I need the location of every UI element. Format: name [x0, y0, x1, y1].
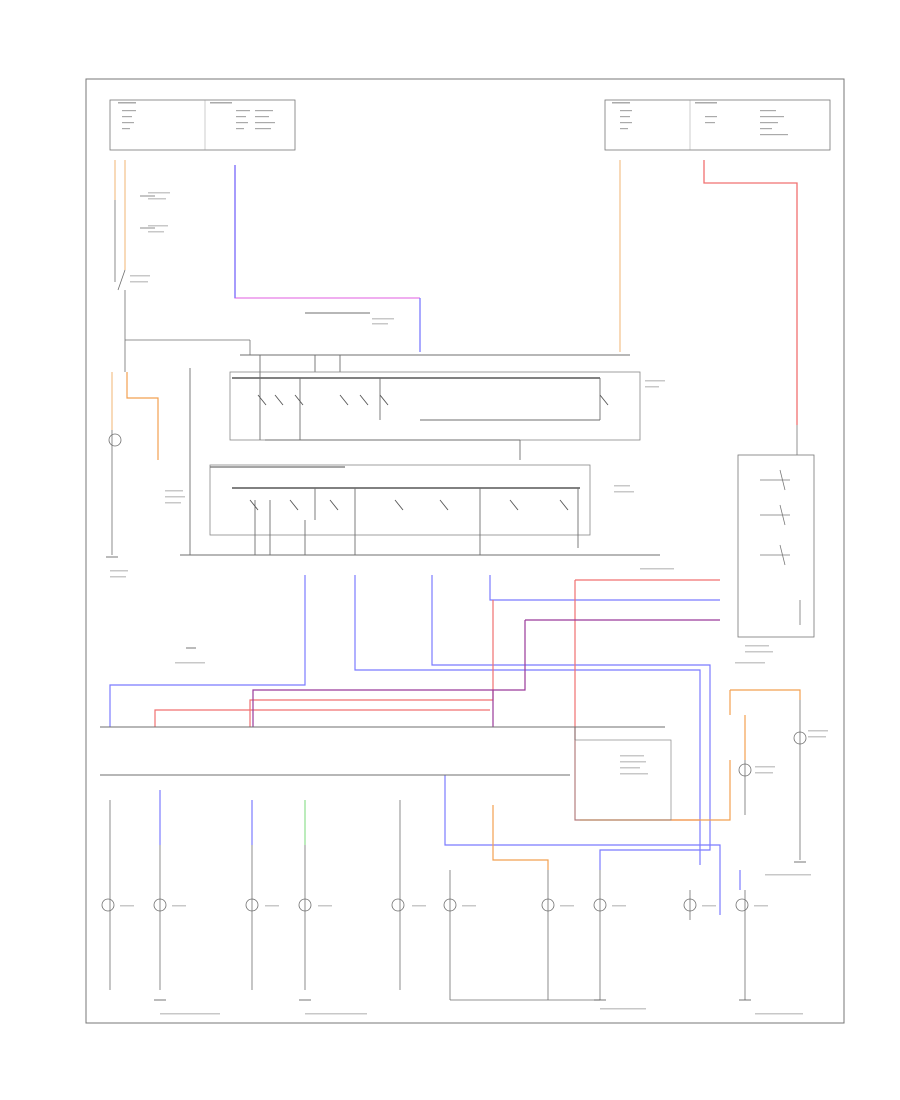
fuse-box-left — [109, 99, 296, 151]
diagram-frame — [85, 78, 845, 1024]
switch-assembly-lower — [180, 464, 660, 556]
lower-components — [101, 700, 807, 1001]
label-marks — [110, 192, 828, 1015]
wire-red-right-feed — [703, 160, 798, 425]
wire-orange-left — [111, 160, 159, 460]
ground-symbols — [106, 556, 806, 1001]
relay-box-right — [737, 425, 815, 638]
wire-pink-blue-center — [234, 165, 421, 352]
connector-bar — [100, 726, 672, 821]
fuse-box-right — [604, 99, 831, 151]
wire-purple-distribution — [252, 619, 720, 727]
wire-orange-lower — [492, 689, 801, 870]
left-switch-stack — [108, 195, 251, 555]
wire-blue-distribution — [109, 575, 741, 915]
wire-red-distribution — [154, 579, 720, 821]
switch-assembly-upper — [189, 312, 641, 555]
